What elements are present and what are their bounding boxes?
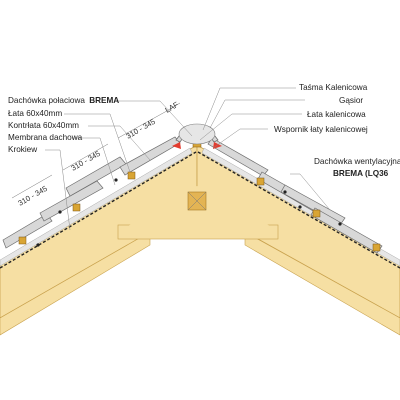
label-roof-tile-text: Dachówka połaciowa (8, 96, 85, 105)
tile-left-1 (2, 213, 53, 249)
dimension-spacing-2: 310 - 345 (70, 149, 102, 173)
label-membrane: Membrana dachowa (8, 133, 83, 142)
label-counter-batten: Kontrłata 60x40mm (8, 121, 79, 130)
label-vent-tile-line2: BREMA (LQ36 (333, 169, 389, 178)
lower-beam-left (0, 231, 151, 336)
tiles-right (207, 137, 383, 254)
tie-beam (117, 224, 279, 240)
dimension-lines (11, 102, 181, 199)
clip (36, 243, 40, 247)
label-batten: Łata 60x40mm (8, 109, 62, 118)
dimension-spacing-3: 310 - 345 (125, 117, 157, 141)
membrane-left (0, 151, 197, 269)
batten-left-1 (18, 236, 27, 245)
clip (283, 190, 287, 194)
membrane-right (197, 151, 400, 269)
label-ridge-tape: Taśma Kalenicowa (299, 83, 368, 92)
clip (114, 178, 118, 182)
leader-lines-right (199, 87, 331, 211)
batten-right-2 (312, 209, 321, 218)
tile-right-4 (310, 207, 383, 254)
label-roof-tile-brand: BREMA (89, 96, 119, 105)
label-rafter: Krokiew (8, 145, 37, 154)
dimension-spacing-1: 310 - 345 (17, 184, 49, 208)
ridge-tape-left (172, 142, 181, 149)
ridge-tape-right (213, 142, 222, 149)
tiles-left (2, 136, 181, 249)
ridge-tile-body (178, 123, 216, 145)
label-roof-tile: Dachówka połaciowa BREMA (8, 96, 119, 105)
clip (338, 222, 342, 226)
clip (298, 205, 302, 209)
batten-right-1 (256, 177, 265, 186)
batten-right-3 (372, 243, 381, 252)
batten-left-3 (127, 171, 136, 180)
label-ridge-batten: Łata kalenicowa (307, 110, 366, 119)
label-ridge-batten-holder: Wspornik łaty kalenicowej (274, 125, 368, 134)
counter-batten-left (0, 147, 193, 267)
lower-beam-right (244, 231, 400, 336)
label-ridge-tile: Gąsior (339, 96, 363, 105)
clip (58, 210, 62, 214)
leader-lines-left (45, 100, 193, 231)
batten-left-2 (72, 203, 81, 212)
label-vent-tile-line1: Dachówka wentylacyjna (314, 157, 400, 166)
tile-clips (36, 178, 342, 247)
